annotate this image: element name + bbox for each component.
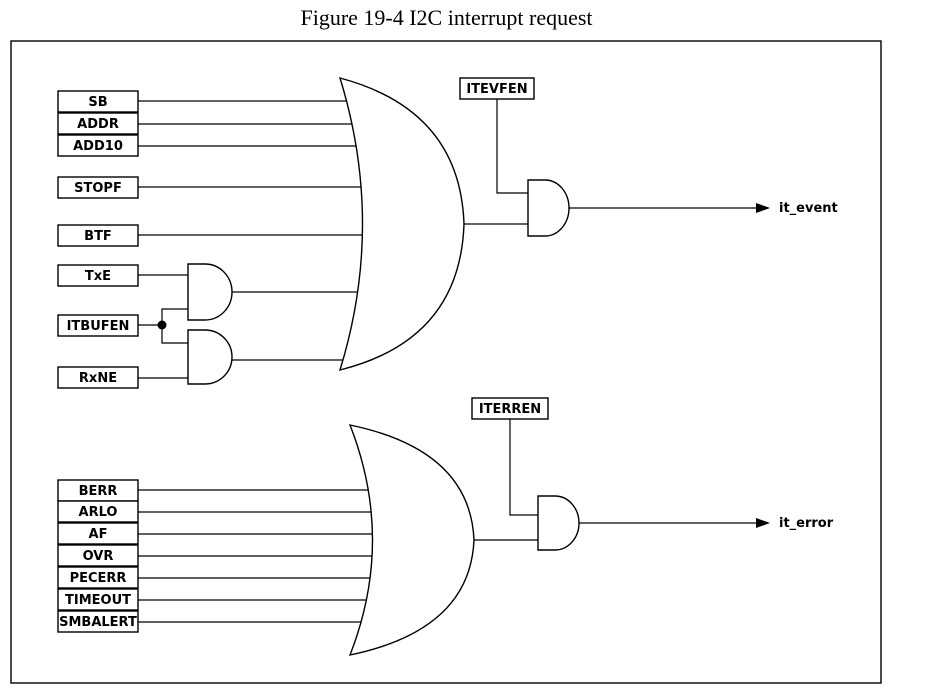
figure-title: Figure 19-4 I2C interrupt request: [300, 5, 593, 30]
and-gate-error: [537, 495, 580, 551]
input-label-af: AF: [89, 527, 108, 542]
enable-label-iterren: ITERREN: [479, 402, 541, 417]
input-label-smbalert: SMBALERT: [59, 615, 137, 630]
input-label-txe: TxE: [85, 269, 111, 284]
event-arrow-icon: [756, 203, 770, 213]
input-label-itbufen: ITBUFEN: [67, 319, 130, 334]
enable-label-itevfen: ITEVFEN: [466, 82, 527, 97]
input-box-addr: ADDR: [57, 112, 139, 135]
input-box-timeout: TIMEOUT: [57, 588, 139, 611]
and-gate-event: [527, 179, 570, 237]
enable-box-iterren: ITERREN: [471, 397, 549, 420]
input-box-ovr: OVR: [57, 544, 139, 567]
or-gate-error: [348, 424, 475, 656]
input-box-berr: BERR: [57, 479, 139, 502]
input-box-arlo: ARLO: [57, 500, 139, 523]
event-input-wires: [138, 100, 362, 379]
error-input-wires: [138, 489, 375, 623]
diagram-frame: [10, 40, 882, 684]
and-gate-rxne: [187, 329, 233, 385]
input-box-add10: ADD10: [57, 134, 139, 157]
input-box-af: AF: [57, 522, 139, 545]
input-label-add10: ADD10: [73, 139, 123, 154]
input-box-btf: BTF: [57, 224, 139, 247]
itevfen-wire: [496, 99, 528, 194]
input-label-sb: SB: [88, 95, 107, 110]
error-arrow-icon: [756, 518, 770, 528]
input-label-ovr: OVR: [83, 549, 114, 564]
junction-dot: [157, 320, 167, 330]
input-label-stopf: STOPF: [74, 181, 122, 196]
output-label-it-error: it_error: [779, 516, 834, 531]
input-box-stopf: STOPF: [57, 176, 139, 199]
input-box-itbufen: ITBUFEN: [57, 314, 139, 337]
input-label-arlo: ARLO: [79, 505, 118, 520]
input-box-sb: SB: [57, 90, 139, 113]
iterren-wire: [509, 419, 538, 516]
input-box-rxne: RxNE: [57, 366, 139, 389]
input-box-txe: TxE: [57, 264, 139, 287]
input-label-rxne: RxNE: [79, 371, 117, 386]
input-label-addr: ADDR: [77, 117, 119, 132]
input-label-btf: BTF: [84, 229, 112, 244]
input-label-berr: BERR: [79, 484, 118, 499]
or-gate-event: [338, 76, 465, 371]
input-box-smbalert: SMBALERT: [57, 610, 139, 633]
input-label-pecerr: PECERR: [70, 571, 127, 586]
input-label-timeout: TIMEOUT: [65, 593, 131, 608]
and-gate-txe: [187, 263, 233, 321]
output-label-it-event: it_event: [779, 201, 838, 216]
enable-box-itevfen: ITEVFEN: [459, 77, 535, 100]
input-box-pecerr: PECERR: [57, 566, 139, 589]
